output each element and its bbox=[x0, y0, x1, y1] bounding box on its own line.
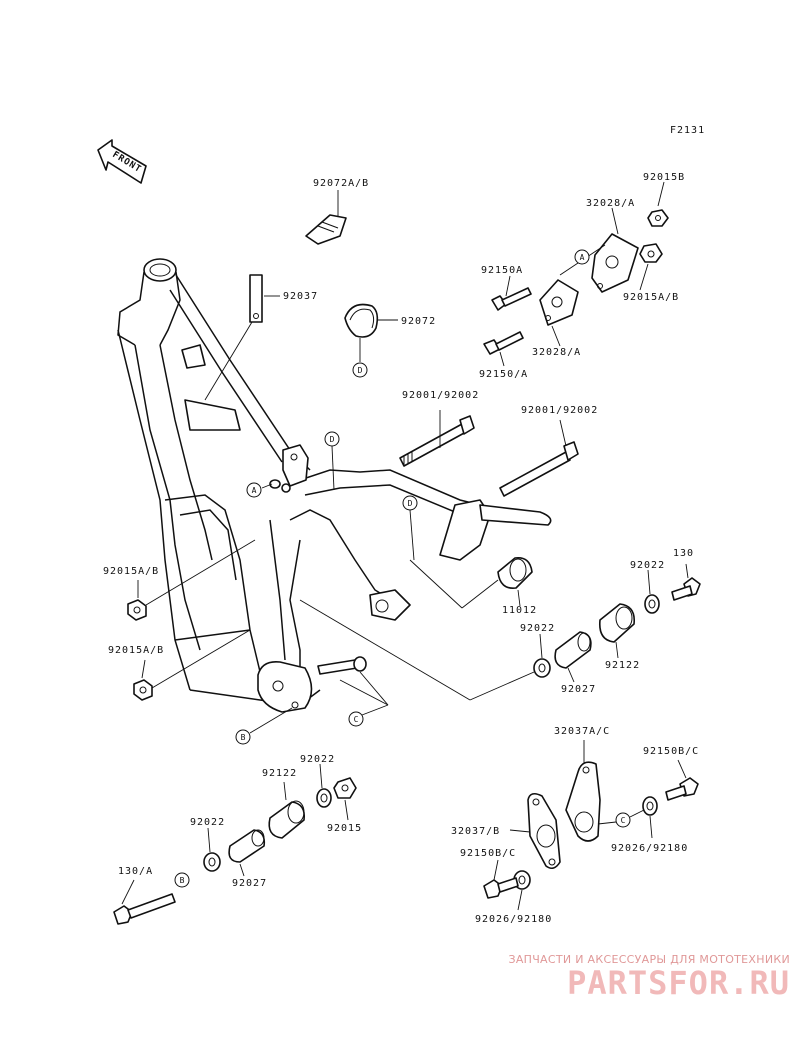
label-92122-r: 92122 bbox=[605, 660, 640, 671]
engine-bracket-32028-front bbox=[539, 279, 579, 326]
clip-92072ab bbox=[305, 214, 347, 245]
svg-text:B: B bbox=[241, 733, 246, 742]
callout-a-frame: A bbox=[246, 482, 262, 498]
bushing-11012 bbox=[497, 556, 533, 589]
label-92001-right: 92001/92002 bbox=[521, 405, 598, 416]
label-92150a: 92150A bbox=[481, 265, 523, 276]
label-92027-r: 92027 bbox=[561, 684, 596, 695]
nut-92015ab-left-1 bbox=[127, 599, 147, 621]
label-92026-r: 92026/92180 bbox=[611, 843, 688, 854]
callout-a-top: A bbox=[574, 249, 590, 265]
nut-92015ab-left-2 bbox=[133, 679, 153, 701]
callout-b-frame: B bbox=[235, 729, 251, 745]
label-32028a-top: 32028/A bbox=[586, 198, 635, 209]
long-bolt-lower bbox=[479, 441, 579, 526]
callout-b-lower: B bbox=[174, 872, 190, 888]
collar-92122-r bbox=[598, 603, 636, 643]
bracket-32037b bbox=[527, 792, 561, 870]
washer-92022-r1 bbox=[644, 594, 660, 614]
label-92072ab: 92072A/B bbox=[313, 178, 369, 189]
bolt-92150bc-r bbox=[665, 777, 699, 801]
watermark-tagline: ЗАПЧАСТИ И АКСЕССУАРЫ ДЛЯ МОТОТЕХНИКИ bbox=[508, 953, 790, 966]
label-92015ab-left1: 92015A/B bbox=[103, 566, 159, 577]
label-92150bc-l: 92150B/C bbox=[460, 848, 516, 859]
front-arrow-icon: FRONT bbox=[97, 139, 147, 184]
lower-through-bolt bbox=[317, 656, 367, 675]
label-11012: 11012 bbox=[502, 605, 537, 616]
bolt-130a bbox=[113, 893, 176, 925]
label-32028a-bottom: 32028/A bbox=[532, 347, 581, 358]
label-92150bc-r: 92150B/C bbox=[643, 746, 699, 757]
svg-text:C: C bbox=[621, 816, 626, 825]
label-92026-l: 92026/92180 bbox=[475, 914, 552, 925]
label-32037ac: 32037A/C bbox=[554, 726, 610, 737]
bracket-32037ac bbox=[565, 761, 601, 842]
spacer-92027-r bbox=[554, 631, 592, 669]
nut-92015b bbox=[647, 209, 669, 227]
svg-text:D: D bbox=[408, 499, 413, 508]
label-92122-m: 92122 bbox=[262, 768, 297, 779]
svg-text:D: D bbox=[358, 366, 363, 375]
svg-text:A: A bbox=[252, 486, 257, 495]
label-92022-m: 92022 bbox=[300, 754, 335, 765]
label-92001-left: 92001/92002 bbox=[402, 390, 479, 401]
label-92022-l: 92022 bbox=[190, 817, 225, 828]
svg-text:C: C bbox=[354, 715, 359, 724]
label-92015ab-left2: 92015A/B bbox=[108, 645, 164, 656]
callout-c-frame: C bbox=[348, 711, 364, 727]
label-92027-l: 92027 bbox=[232, 878, 267, 889]
bolt-92150bc-l bbox=[483, 877, 519, 899]
label-92015b: 92015B bbox=[643, 172, 685, 183]
label-130a: 130/A bbox=[118, 866, 153, 877]
long-bolt-upper bbox=[399, 415, 475, 467]
figure-code: F2131 bbox=[670, 125, 705, 136]
band-92072 bbox=[344, 303, 379, 338]
washer-92022-r2 bbox=[533, 658, 551, 678]
callout-c-lower: C bbox=[615, 812, 631, 828]
label-92037: 92037 bbox=[283, 291, 318, 302]
label-92072: 92072 bbox=[401, 316, 436, 327]
washer-92026-r bbox=[642, 796, 658, 816]
bolt-92150-slash-a bbox=[483, 331, 524, 355]
svg-text:A: A bbox=[580, 253, 585, 262]
nut-92015ab-top bbox=[639, 243, 663, 263]
callout-d-band: D bbox=[352, 362, 368, 378]
spacer-92027-l bbox=[228, 829, 266, 863]
washer-92022-l bbox=[203, 852, 221, 872]
label-92022-r1: 92022 bbox=[630, 560, 665, 571]
engine-bracket-32028-rear bbox=[591, 233, 639, 293]
strap-92037 bbox=[249, 274, 263, 323]
collar-92122-m bbox=[268, 800, 306, 839]
bolt-92150a bbox=[491, 287, 532, 311]
label-92015ab-top: 92015A/B bbox=[623, 292, 679, 303]
nut-92015-m bbox=[333, 777, 357, 799]
washer-92022-m bbox=[316, 788, 332, 808]
svg-text:D: D bbox=[330, 435, 335, 444]
label-32037b: 32037/B bbox=[451, 826, 500, 837]
label-92015-m: 92015 bbox=[327, 823, 362, 834]
label-92150a-slash: 92150/A bbox=[479, 369, 528, 380]
callout-d-frame-1: D bbox=[324, 431, 340, 447]
label-130: 130 bbox=[673, 548, 694, 559]
bolt-130 bbox=[671, 577, 701, 601]
callout-d-frame-2: D bbox=[402, 495, 418, 511]
label-92022-r2: 92022 bbox=[520, 623, 555, 634]
svg-text:B: B bbox=[180, 876, 185, 885]
watermark-logo: PARTSFOR.RU bbox=[567, 964, 790, 1002]
